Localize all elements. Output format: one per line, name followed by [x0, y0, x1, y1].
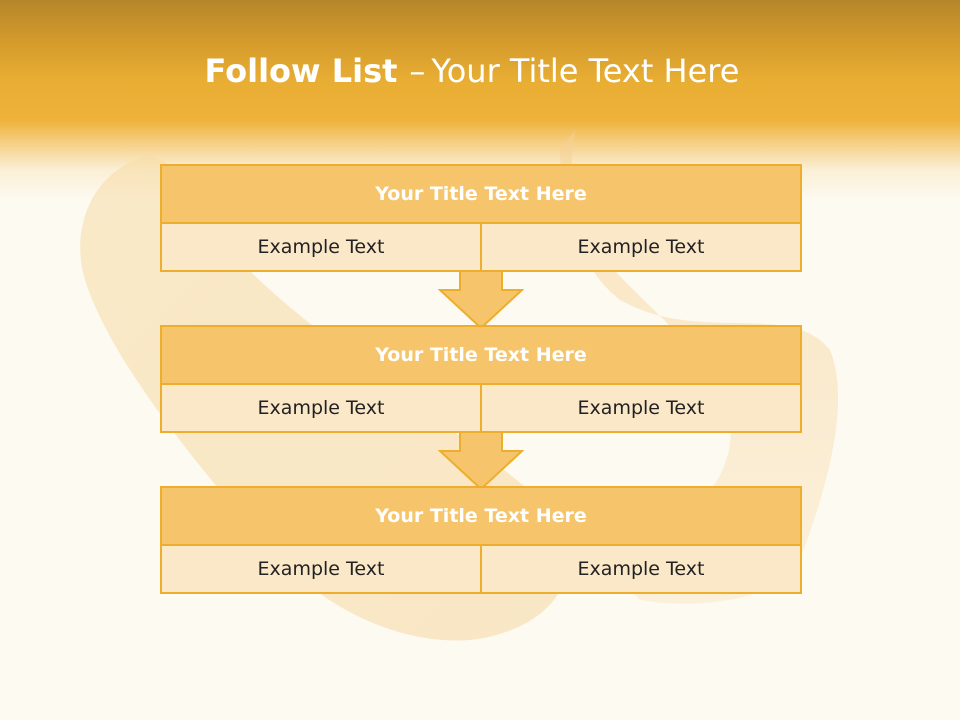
slide-title-rest: Your Title Text Here: [431, 52, 740, 90]
down-arrow-icon: [438, 431, 524, 491]
step-title: Your Title Text Here: [160, 486, 802, 546]
step-cell-left: Example Text: [160, 544, 482, 594]
step-cell-right: Example Text: [480, 222, 802, 272]
step-row: Example Text Example Text: [160, 544, 802, 594]
step-title: Your Title Text Here: [160, 164, 802, 224]
step-block-1: Your Title Text Here Example Text Exampl…: [160, 164, 802, 272]
step-row: Example Text Example Text: [160, 383, 802, 433]
step-block-3: Your Title Text Here Example Text Exampl…: [160, 486, 802, 594]
slide-title-bold: Follow List: [204, 52, 398, 90]
step-cell-left: Example Text: [160, 222, 482, 272]
step-cell-right: Example Text: [480, 383, 802, 433]
slide-title-separator: –: [409, 52, 426, 90]
step-cell-left: Example Text: [160, 383, 482, 433]
step-title: Your Title Text Here: [160, 325, 802, 385]
step-row: Example Text Example Text: [160, 222, 802, 272]
step-block-2: Your Title Text Here Example Text Exampl…: [160, 325, 802, 433]
step-cell-right: Example Text: [480, 544, 802, 594]
down-arrow-icon: [438, 270, 524, 330]
slide-title: Follow List–Your Title Text Here: [0, 52, 944, 90]
